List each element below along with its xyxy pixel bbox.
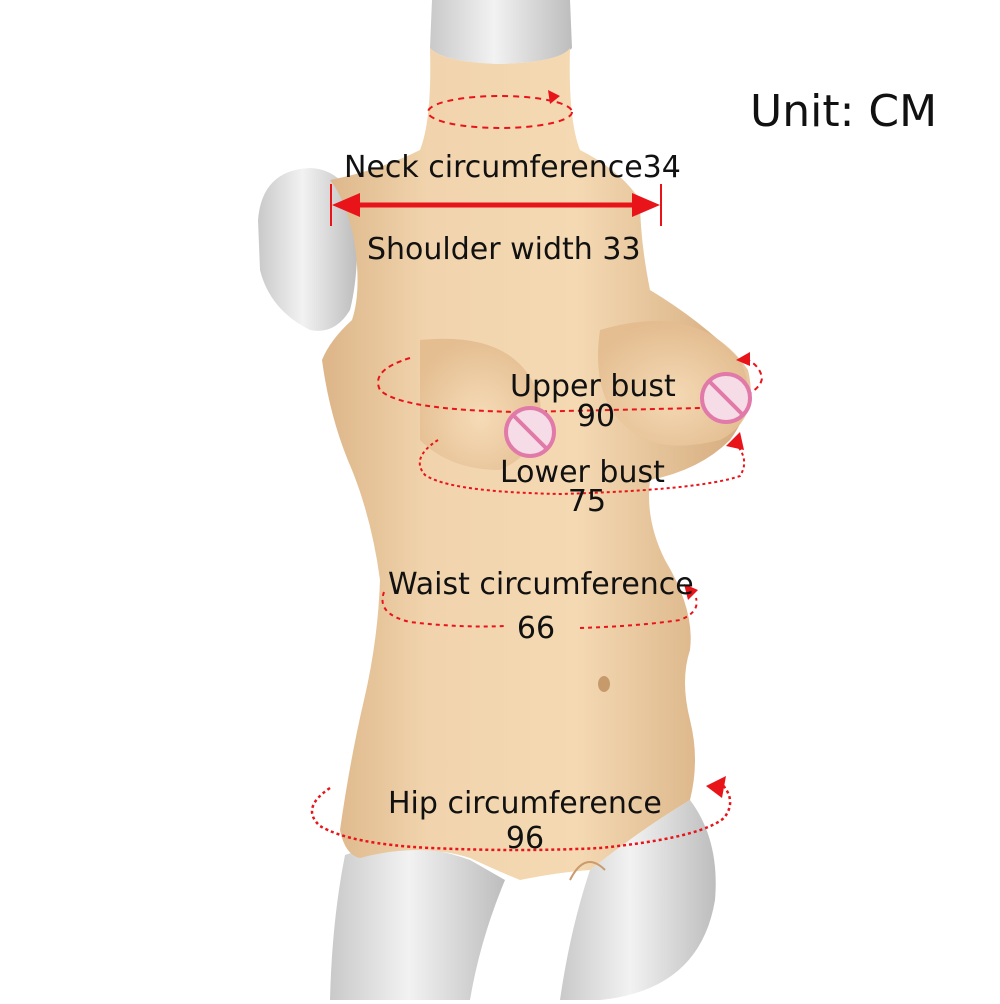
prohibited-circle-icon <box>504 406 556 458</box>
hip-circumference-value: 96 <box>505 821 545 856</box>
lower-bust-measure-loop <box>418 439 746 496</box>
silicone-body <box>322 48 748 880</box>
waist-circumference-label: Waist circumference <box>388 567 694 602</box>
hip-measure-loop <box>310 781 732 852</box>
hip-circumference-label: Hip circumference <box>388 786 662 821</box>
waist-circumference-value: 66 <box>516 611 556 646</box>
mannequin-left-shoulder <box>258 168 358 331</box>
arrowhead-icon <box>684 584 698 600</box>
arrowhead-icon <box>726 432 744 450</box>
waist-measure-loop <box>381 591 698 629</box>
arrowhead-icon <box>548 90 560 104</box>
mannequin-neck <box>430 0 572 64</box>
unit-label: Unit: CM <box>750 86 938 137</box>
mannequin-left-leg <box>330 846 505 1000</box>
neck-measure-loop <box>427 95 573 129</box>
shoulder-right-arrowhead <box>632 193 660 217</box>
lower-bust-value: 75 <box>567 484 607 519</box>
upper-bust-value: 90 <box>576 399 616 434</box>
shoulder-left-arrowhead <box>332 193 360 217</box>
mannequin-right-leg <box>560 800 716 1000</box>
shoulder-width-label: Shoulder width 33 <box>367 232 641 267</box>
lower-bust-label: Lower bust <box>500 455 665 490</box>
neck-circumference-label: Neck circumference34 <box>344 150 681 185</box>
arrowhead-icon <box>736 352 750 366</box>
arrowhead-icon <box>706 776 726 798</box>
upper-bust-label: Upper bust <box>510 369 676 404</box>
navel <box>598 676 610 692</box>
prohibited-circle-icon <box>700 372 752 424</box>
groin-contour <box>569 861 606 881</box>
